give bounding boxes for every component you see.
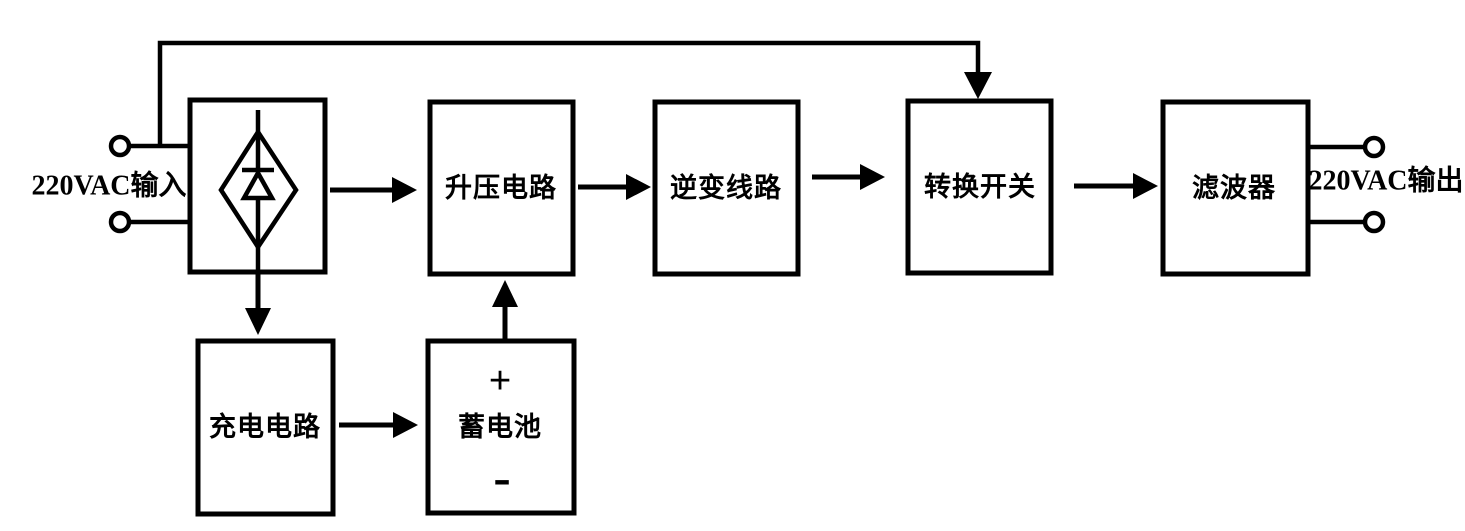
- charger-label: 充电电路: [209, 411, 321, 442]
- bypass-wire: [157, 40, 981, 148]
- battery-label: 蓄电池: [458, 412, 542, 442]
- filter-block: [1160, 99, 1311, 277]
- output-terminal-top-icon: [1362, 135, 1386, 159]
- boost-circuit-label: 升压电路: [445, 172, 557, 203]
- bridge-rectifier-icon: [218, 110, 299, 272]
- boost-circuit-block: [427, 99, 576, 277]
- battery-positive-sign: +: [489, 358, 512, 403]
- output-terminal-bottom-icon: [1362, 210, 1386, 234]
- arrow-boost-to-inverter: [578, 174, 651, 200]
- ac-input-label: 220VAC输入: [31, 169, 186, 202]
- arrow-rectifier-to-charger: [245, 272, 271, 335]
- arrow-inverter-to-transfer: [812, 164, 885, 190]
- arrow-rectifier-to-boost: [330, 177, 417, 203]
- battery-negative-sign: -: [493, 450, 510, 507]
- arrow-charger-to-battery: [339, 412, 418, 438]
- transfer-switch-block: [905, 98, 1054, 276]
- battery-block: [425, 338, 577, 516]
- inverter-label: 逆变线路: [670, 172, 782, 203]
- charger-block: [195, 338, 336, 517]
- input-terminal-top-icon: [108, 134, 132, 158]
- input-terminal-bottom-icon: [108, 210, 132, 234]
- filter-label: 滤波器: [1192, 173, 1276, 203]
- ac-output-label: 220VAC输出: [1308, 164, 1463, 197]
- arrow-transfer-to-filter: [1074, 173, 1158, 199]
- transfer-switch-label: 转换开关: [924, 172, 1036, 202]
- inverter-block: [652, 99, 801, 277]
- arrow-battery-to-boost: [492, 280, 518, 341]
- bypass-arrowhead-icon: [964, 72, 992, 99]
